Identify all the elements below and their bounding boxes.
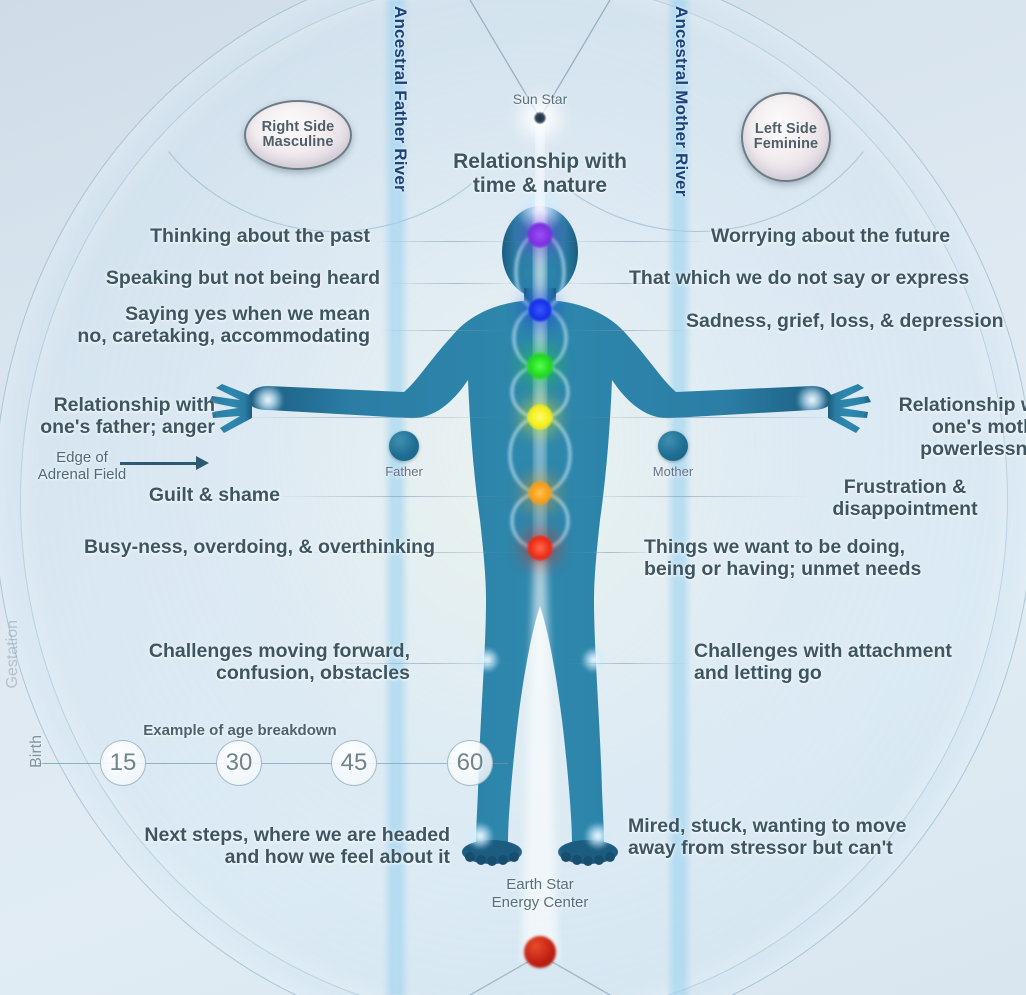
gestation-label: Gestation bbox=[4, 620, 21, 689]
label-busyness-overthinking: Busy-ness, overdoing, & overthinking bbox=[83, 536, 435, 558]
badge-right-label: Right Side Masculine bbox=[261, 119, 335, 150]
leader-line bbox=[556, 241, 706, 242]
badge-left-side-feminine: Left Side Feminine bbox=[741, 92, 831, 182]
label-sadness-grief-depression: Sadness, grief, loss, & depression bbox=[686, 310, 1004, 332]
age-node-60[interactable]: 60 bbox=[447, 740, 493, 786]
label-worrying-about-future: Worrying about the future bbox=[711, 225, 951, 247]
mother-caption: Mother bbox=[652, 464, 694, 479]
label-thinking-about-the-past: Thinking about the past bbox=[150, 225, 370, 247]
label-that-which-not-say: That which we do not say or express bbox=[629, 267, 970, 289]
father-caption: Father bbox=[385, 464, 423, 479]
label-relationship-father-anger: Relationship with one's father; anger bbox=[40, 394, 215, 438]
chakra-throat-blue bbox=[528, 298, 552, 322]
leader-line bbox=[270, 496, 530, 497]
leader-line bbox=[560, 417, 850, 418]
label-guilt-shame: Guilt & shame bbox=[148, 484, 280, 506]
label-challenges-attachment: Challenges with attachment and letting g… bbox=[694, 640, 952, 684]
adrenal-arrow-head bbox=[196, 456, 209, 470]
label-challenges-moving-forward: Challenges moving forward, confusion, ob… bbox=[148, 640, 410, 684]
adrenal-arrow-line bbox=[120, 462, 198, 465]
leader-line bbox=[300, 552, 530, 553]
chakra-root-red bbox=[527, 535, 553, 561]
label-frustration-disappointment: Frustration & disappointment bbox=[832, 476, 978, 520]
leader-line bbox=[560, 663, 690, 664]
relationship-time-nature-label: Relationship with time & nature bbox=[453, 150, 627, 197]
label-saying-yes-caretaking: Saying yes when we mean no, caretaking, … bbox=[77, 303, 370, 347]
age-node-45[interactable]: 45 bbox=[331, 740, 377, 786]
inner-aura-ellipse bbox=[20, 0, 1008, 995]
leader-line bbox=[556, 283, 696, 284]
chakra-heart-green bbox=[526, 352, 554, 380]
label-things-we-want-unmet-needs: Things we want to be doing, being or hav… bbox=[644, 536, 922, 580]
age-node-30[interactable]: 30 bbox=[216, 740, 262, 786]
father-dot bbox=[389, 431, 419, 461]
chakra-crown-violet bbox=[527, 222, 553, 248]
leader-line bbox=[380, 330, 510, 331]
earth-star-point bbox=[524, 936, 556, 968]
leader-line bbox=[560, 496, 810, 497]
label-speaking-not-heard: Speaking but not being heard bbox=[105, 267, 380, 289]
leader-line bbox=[230, 417, 520, 418]
mother-dot bbox=[658, 431, 688, 461]
badge-right-side-masculine: Right Side Masculine bbox=[244, 100, 352, 170]
leader-line bbox=[376, 241, 526, 242]
age-breakdown-caption: Example of age breakdown bbox=[143, 722, 337, 739]
edge-of-adrenal-field-label: Edge of Adrenal Field bbox=[37, 449, 127, 483]
ancestral-father-river-label: Ancestral Father River bbox=[391, 6, 410, 192]
leader-line bbox=[560, 552, 660, 553]
leader-line bbox=[386, 283, 526, 284]
birth-label: Birth bbox=[28, 735, 45, 768]
leader-line bbox=[560, 330, 690, 331]
chakra-sacral-orange bbox=[528, 481, 552, 505]
chakra-solar-yellow bbox=[527, 404, 553, 430]
leader-line bbox=[330, 663, 520, 664]
label-next-steps: Next steps, where we are headed and how … bbox=[144, 824, 450, 868]
sun-star-point bbox=[533, 111, 547, 125]
age-node-15[interactable]: 15 bbox=[100, 740, 146, 786]
earth-star-label: Earth Star Energy Center bbox=[491, 876, 589, 911]
sun-star-label: Sun Star bbox=[512, 91, 568, 107]
label-mired-stuck-stressor: Mired, stuck, wanting to move away from … bbox=[628, 815, 907, 859]
ancestral-mother-river-label: Ancestral Mother River bbox=[672, 6, 691, 197]
age-timeline-line bbox=[38, 763, 508, 765]
label-relationship-mother-powerlessness: Relationship with one's mother; powerles… bbox=[898, 394, 1026, 460]
badge-left-label: Left Side Feminine bbox=[753, 121, 819, 152]
